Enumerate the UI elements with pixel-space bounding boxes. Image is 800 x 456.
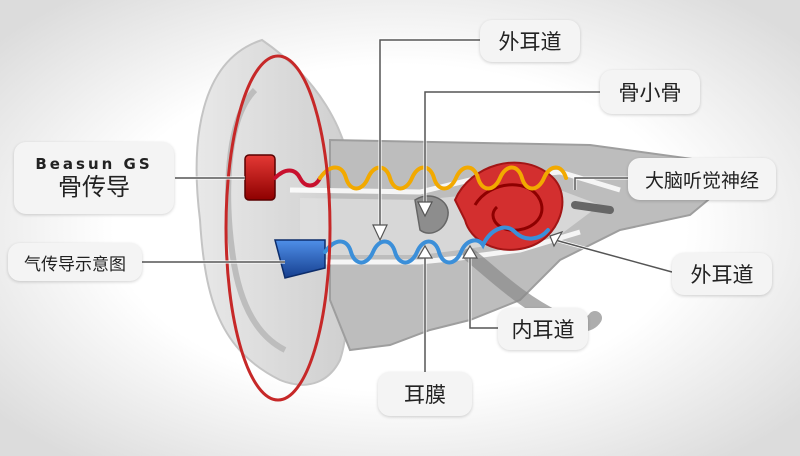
air-conduction-device — [274, 239, 326, 279]
inner-canal-text: 内耳道 — [511, 318, 575, 342]
ear-highlight-ring — [224, 54, 332, 402]
auditory-nerve-label: 大脑听觉神经 — [628, 158, 776, 200]
bone-conduction-text: 骨传导 — [58, 172, 130, 201]
brand-name: Beasun GS — [35, 154, 153, 173]
bone-conduction-label: Beasun GS 骨传导 — [14, 142, 174, 214]
connector-lines-dark — [140, 39, 673, 372]
air-wave — [323, 225, 550, 265]
auditory-nerve-text: 大脑听觉神经 — [644, 169, 759, 192]
ossicles-text: 骨小骨 — [618, 81, 682, 105]
ossicles-label: 骨小骨 — [600, 70, 700, 114]
bone-conduction-device — [244, 154, 276, 201]
bone-wave-red — [273, 168, 322, 188]
inner-canal-label: 内耳道 — [498, 308, 588, 350]
air-conduction-label: 气传导示意图 — [8, 243, 142, 281]
outer-canal-top-text: 外耳道 — [498, 30, 562, 54]
outer-canal-right-text: 外耳道 — [690, 263, 754, 287]
eardrum-label: 耳膜 — [378, 372, 472, 416]
arrow-heads — [372, 201, 564, 259]
bone-wave-orange — [318, 165, 568, 191]
eardrum-text: 耳膜 — [404, 383, 446, 407]
air-conduction-text: 气传导示意图 — [24, 254, 126, 275]
outer-canal-right-label: 外耳道 — [672, 253, 772, 295]
outer-canal-top-label: 外耳道 — [480, 20, 580, 62]
